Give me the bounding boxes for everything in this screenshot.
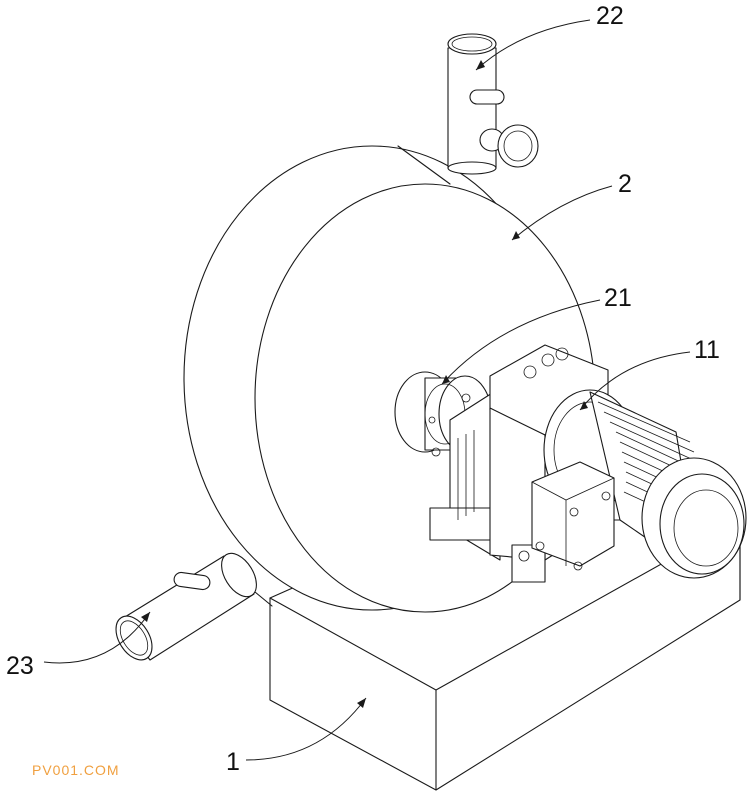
side-pipe	[115, 552, 257, 661]
leader-lines	[43, 19, 691, 761]
watermark: PV001.COM	[32, 762, 120, 778]
label-1: 1	[226, 748, 240, 776]
label-21: 21	[604, 284, 632, 312]
label-22: 22	[596, 2, 624, 30]
top-pipe	[447, 33, 539, 175]
electric-motor	[531, 389, 747, 579]
label-11: 11	[694, 336, 720, 364]
label-23: 23	[6, 652, 34, 680]
label-2: 2	[618, 170, 632, 198]
